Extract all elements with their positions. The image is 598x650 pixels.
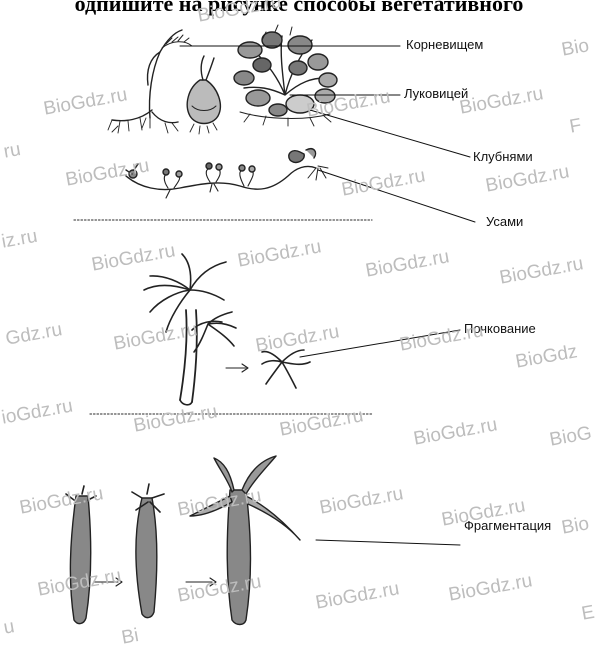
rhizome-plant-drawing: [108, 30, 192, 133]
label-bulb: Луковицей: [404, 86, 468, 101]
runners-drawing: [126, 149, 328, 198]
label-budding: Почкование: [464, 321, 536, 336]
label-fragmentation: Фрагментация: [464, 518, 551, 533]
label-tubers: Клубнями: [473, 149, 533, 164]
bulb-drawing: [187, 56, 220, 134]
label-rhizome: Корневищем: [406, 37, 483, 52]
hydra-budding-drawing: [144, 254, 310, 405]
potato-plant-drawing: [234, 25, 337, 126]
starfish-fragmentation-drawing: [66, 456, 300, 625]
label-runners: Усами: [486, 214, 523, 229]
